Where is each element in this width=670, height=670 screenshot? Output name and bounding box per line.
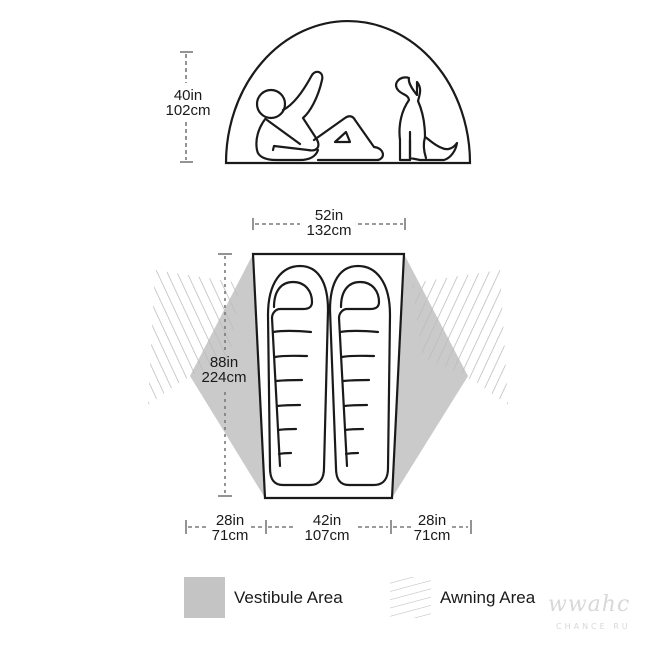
length-inches: 88in <box>209 354 239 371</box>
height-label: 40in 102cm <box>158 88 218 118</box>
tent-dome-outline <box>224 19 472 165</box>
floor-width-bottom-label: 42in 107cm <box>295 513 359 543</box>
awning-swatch <box>390 577 431 618</box>
width-dimension <box>252 218 406 230</box>
sleeping-bag-right-icon <box>328 264 392 487</box>
left-vestibule-area <box>190 254 265 498</box>
legend-vestibule-label: Vestibule Area <box>234 588 343 607</box>
bottom-width-inches: 42in <box>312 512 342 529</box>
watermark-text: CHANCE RU <box>556 622 631 631</box>
bottom-dimensions <box>185 520 472 534</box>
length-cm: 224cm <box>201 369 247 386</box>
height-cm: 102cm <box>165 102 211 119</box>
right-awning-area <box>412 270 508 405</box>
width-label: 52in 132cm <box>298 208 360 238</box>
legend-awning-label: Awning Area <box>440 588 536 607</box>
height-dimension <box>180 51 193 163</box>
left-depth-inches: 28in <box>215 512 245 529</box>
tent-floor-outline <box>251 252 406 500</box>
length-dimension <box>218 253 232 497</box>
right-depth-cm: 71cm <box>413 527 451 544</box>
person-icon <box>255 70 384 162</box>
bottom-width-cm: 107cm <box>304 527 350 544</box>
width-inches: 52in <box>314 207 344 224</box>
floor-plan <box>148 218 508 534</box>
dog-icon <box>394 76 459 162</box>
right-vestibule-depth-label: 28in 71cm <box>402 513 462 543</box>
vestibule-swatch <box>184 577 225 618</box>
length-label: 88in 224cm <box>192 355 256 385</box>
watermark-logo: wwahc <box>548 592 631 617</box>
sleeping-bag-left-icon <box>266 264 330 487</box>
left-awning-area <box>148 270 240 405</box>
left-depth-cm: 71cm <box>211 527 249 544</box>
width-cm: 132cm <box>306 222 352 239</box>
height-inches: 40in <box>173 87 203 104</box>
side-view <box>180 19 472 165</box>
right-depth-inches: 28in <box>417 512 447 529</box>
right-vestibule-area <box>392 254 468 498</box>
left-vestibule-depth-label: 28in 71cm <box>200 513 260 543</box>
